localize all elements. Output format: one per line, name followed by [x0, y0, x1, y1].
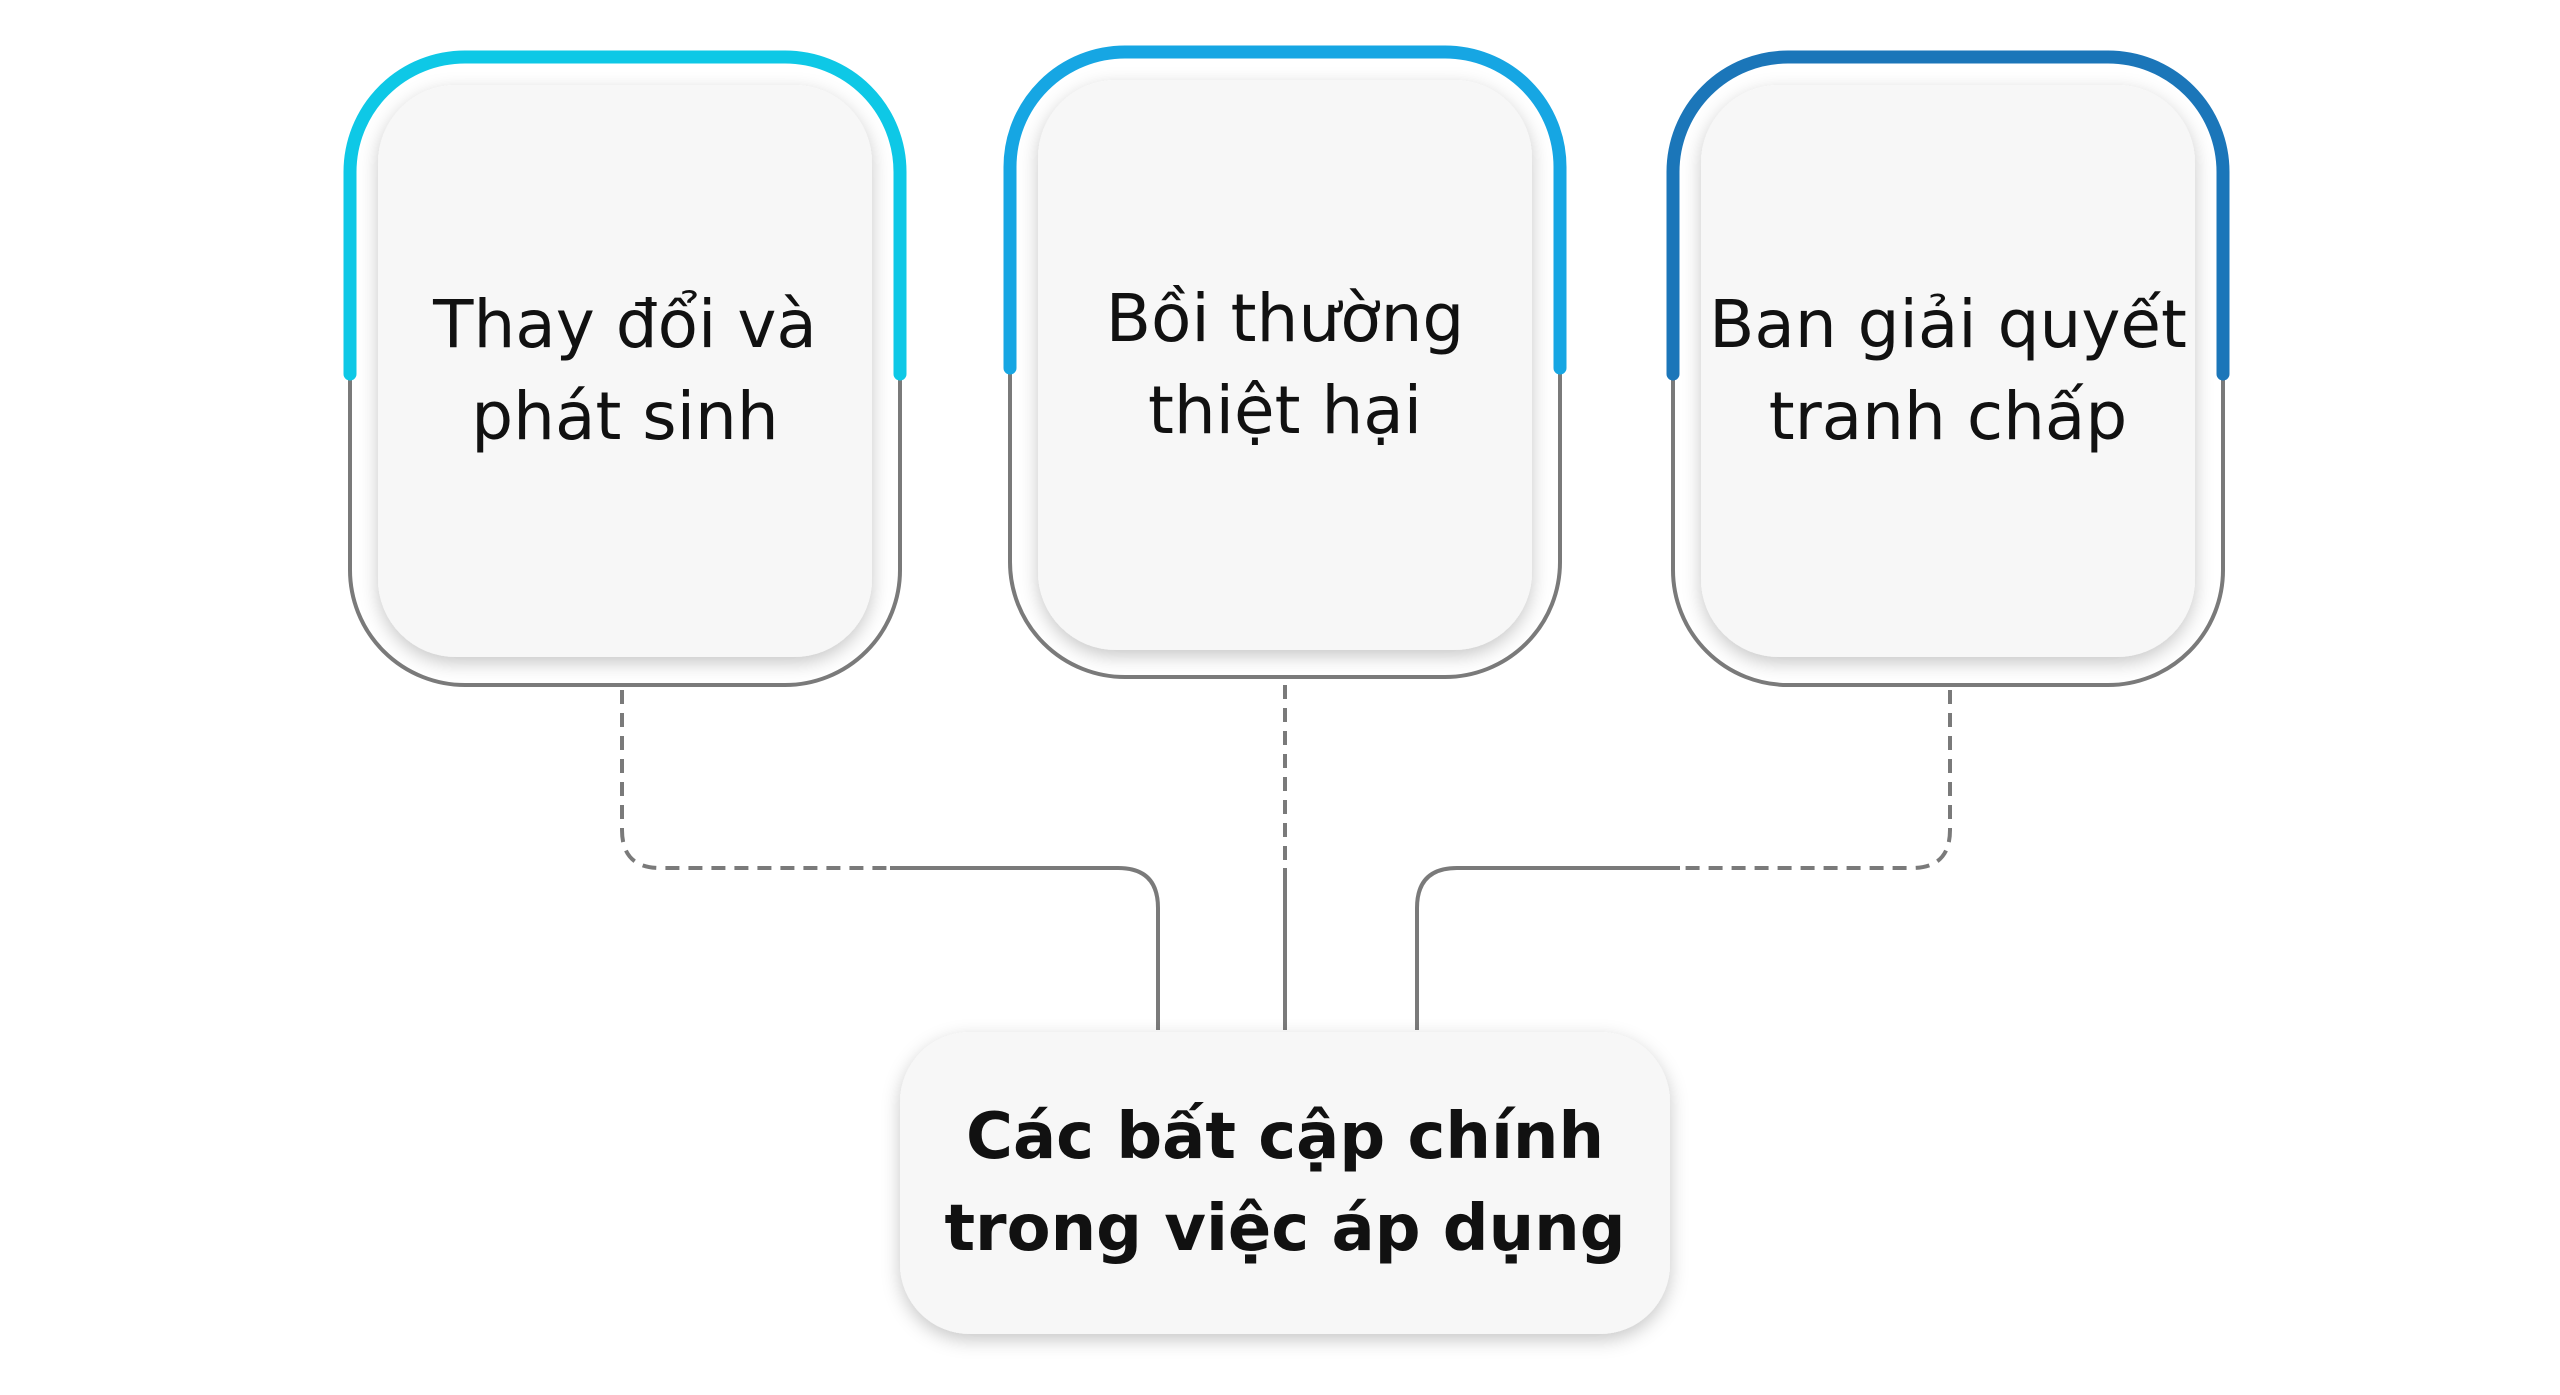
connector-right-solid	[1415, 866, 1680, 1030]
connector-right-dashed	[1680, 690, 1952, 870]
card-1-accent-arc	[343, 50, 907, 381]
card-1-outline	[348, 378, 902, 687]
card-3-accent-arc	[1666, 50, 2230, 381]
card-3-label-line-2: tranh chấp	[1768, 378, 2128, 455]
card-1-label: Thay đổi và phát sinh	[378, 85, 872, 657]
connectors	[620, 685, 1952, 1030]
card-2-accent-arc	[1003, 45, 1567, 375]
center-box	[900, 1032, 1670, 1334]
center-label-line-2: trong việc áp dụng	[944, 1192, 1626, 1266]
card-2-label: Bồi thường thiệt hại	[1038, 80, 1532, 650]
connector-left-dashed	[620, 690, 890, 870]
card-1-label-line-2: phát sinh	[471, 378, 779, 455]
card-2	[1003, 45, 1567, 679]
card-1	[343, 50, 907, 687]
connector-left-solid	[890, 866, 1160, 1030]
card-2-box	[1038, 80, 1532, 650]
center-label: Các bất cập chính trong việc áp dụng	[900, 1032, 1670, 1334]
center-label-line-1: Các bất cập chính	[965, 1100, 1605, 1174]
card-1-box	[378, 85, 872, 657]
card-1-label-line-1: Thay đổi và	[433, 286, 817, 363]
card-3-label: Ban giải quyết tranh chấp	[1701, 85, 2195, 657]
card-2-label-line-1: Bồi thường	[1105, 280, 1465, 357]
card-3-label-line-1: Ban giải quyết	[1709, 286, 2187, 363]
card-2-label-line-2: thiệt hại	[1147, 372, 1423, 449]
card-3-box	[1701, 85, 2195, 657]
card-2-outline	[1008, 372, 1562, 679]
card-3-outline	[1671, 378, 2225, 687]
card-3	[1666, 50, 2230, 687]
